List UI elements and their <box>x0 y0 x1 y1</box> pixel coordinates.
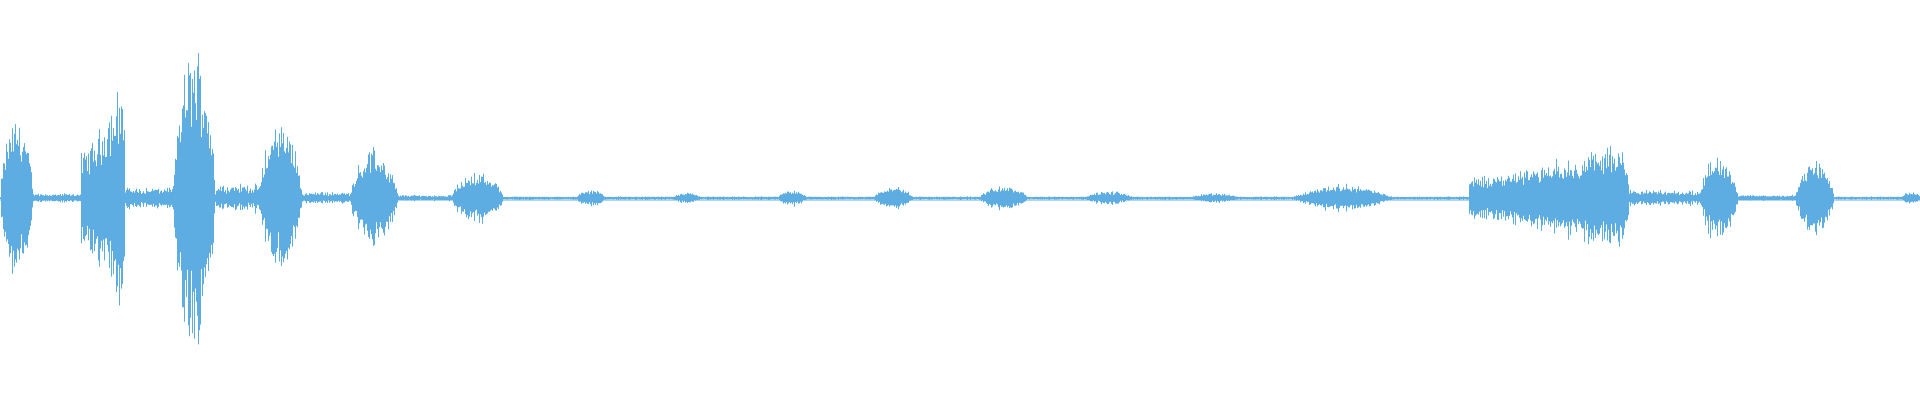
waveform-amplitude-path <box>0 53 1920 345</box>
waveform-bars <box>0 53 1920 345</box>
